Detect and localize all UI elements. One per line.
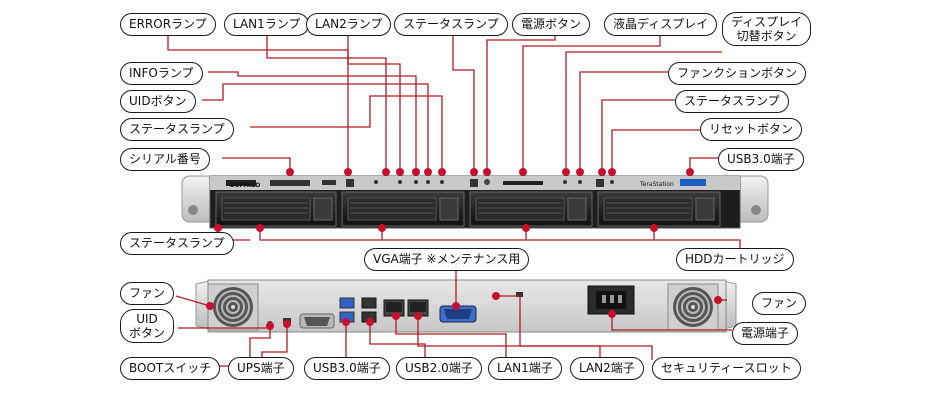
label-reset-button: リセットボタン	[700, 118, 803, 141]
label-lan1-lamp: LAN1ランプ	[224, 13, 310, 36]
hdd-bay-1	[215, 191, 337, 227]
label-hdd-cartridge: HDDカートリッジ	[676, 248, 794, 271]
front-panel: BUFFALO TeraStation	[181, 175, 769, 229]
label-lan1-port: LAN1端子	[488, 357, 562, 380]
label-vga-port: VGA端子 ※メンテナンス用	[364, 248, 530, 271]
hdd-bay-2	[341, 191, 465, 227]
hdd-bay-4	[597, 191, 721, 227]
brand-logo: BUFFALO	[230, 182, 260, 189]
label-fan-left: ファン	[120, 282, 175, 305]
label-usb30-front: USB3.0端子	[718, 148, 804, 171]
label-lcd-display: 液晶ディスプレイ	[604, 13, 718, 36]
label-info-lamp: INFOランプ	[120, 62, 203, 85]
label-power-port: 電源端子	[732, 322, 799, 345]
label-power-button: 電源ボタン	[512, 13, 591, 36]
label-lan2-lamp: LAN2ランプ	[306, 13, 392, 36]
model-name: TeraStation	[639, 181, 674, 188]
label-ups-port: UPS端子	[228, 357, 294, 380]
label-security-slot: セキュリティースロット	[652, 357, 801, 380]
label-uid-button-rear: UID ボタン	[120, 309, 175, 343]
label-status-lamp-left: ステータスランプ	[120, 118, 234, 141]
label-uid-button-rear-line1: UID	[136, 312, 158, 326]
label-status-lamp-top: ステータスランプ	[394, 13, 508, 36]
hdd-bay-3	[469, 191, 593, 227]
label-boot-switch: BOOTスイッチ	[120, 357, 221, 380]
label-display-switch-line2: 切替ボタン	[736, 29, 797, 43]
label-function-button: ファンクションボタン	[668, 62, 807, 85]
label-display-switch-line1: ディスプレイ	[731, 15, 803, 29]
label-uid-button-front: UIDボタン	[120, 90, 196, 113]
label-serial-number: シリアル番号	[120, 148, 210, 171]
rear-fan-right	[667, 283, 719, 331]
label-usb20-rear: USB2.0端子	[396, 357, 482, 380]
label-display-switch-button: ディスプレイ 切替ボタン	[722, 12, 812, 46]
label-status-lamp-right: ステータスランプ	[675, 90, 789, 113]
label-usb30-rear: USB3.0端子	[304, 357, 390, 380]
label-error-lamp: ERRORランプ	[120, 13, 216, 36]
label-fan-right: ファン	[752, 292, 807, 315]
label-uid-button-rear-line2: ボタン	[129, 326, 166, 340]
label-lan2-port: LAN2端子	[570, 357, 644, 380]
rear-fan-left	[207, 283, 259, 331]
label-status-lamp-bottom: ステータスランプ	[120, 232, 234, 255]
